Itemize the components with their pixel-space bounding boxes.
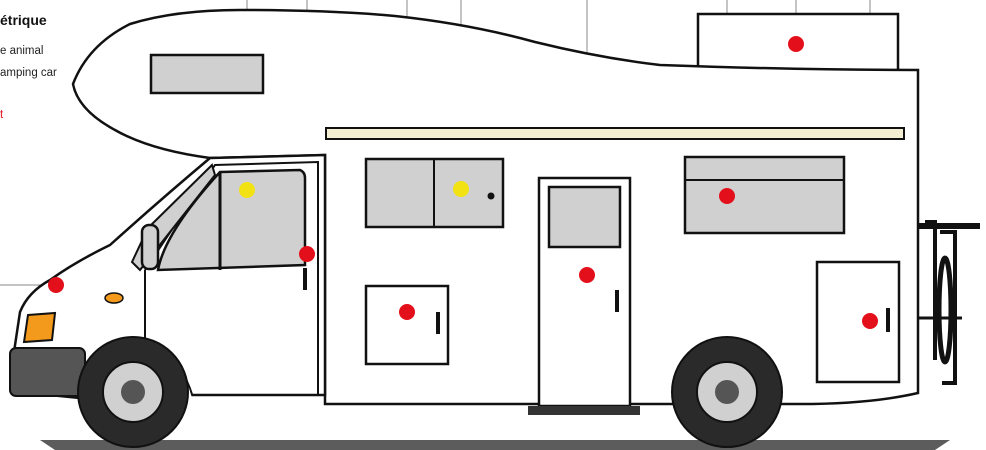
legend-line-3: t: [0, 109, 3, 121]
bumper: [10, 348, 85, 396]
entry-door-window: [549, 187, 620, 247]
alcove-window: [151, 55, 263, 93]
headlight: [24, 313, 55, 342]
bike-rack: [918, 222, 980, 383]
indicator-light: [105, 293, 123, 303]
marker-front-locker: [399, 304, 415, 320]
marker-entry-door: [579, 267, 595, 283]
marker-cab-door: [299, 246, 315, 262]
legend-line-2: amping car: [0, 67, 57, 79]
marker-rear-locker: [862, 313, 878, 329]
marker-side-window: [453, 181, 469, 197]
ground-shadow: [40, 440, 950, 450]
legend-title: étrique: [0, 12, 47, 28]
front-locker: [366, 286, 448, 364]
marker-cab-window: [239, 182, 255, 198]
marker-roof-box: [788, 36, 804, 52]
legend-line-1: e animal: [0, 45, 43, 57]
rear-wheel: [672, 337, 782, 447]
side-mirror: [142, 225, 158, 269]
cab-door-handle: [303, 268, 307, 290]
rear-window: [685, 157, 844, 233]
entry-step: [528, 406, 640, 415]
awning: [326, 128, 904, 139]
marker-rear-window: [719, 188, 735, 204]
marker-headlight: [48, 277, 64, 293]
